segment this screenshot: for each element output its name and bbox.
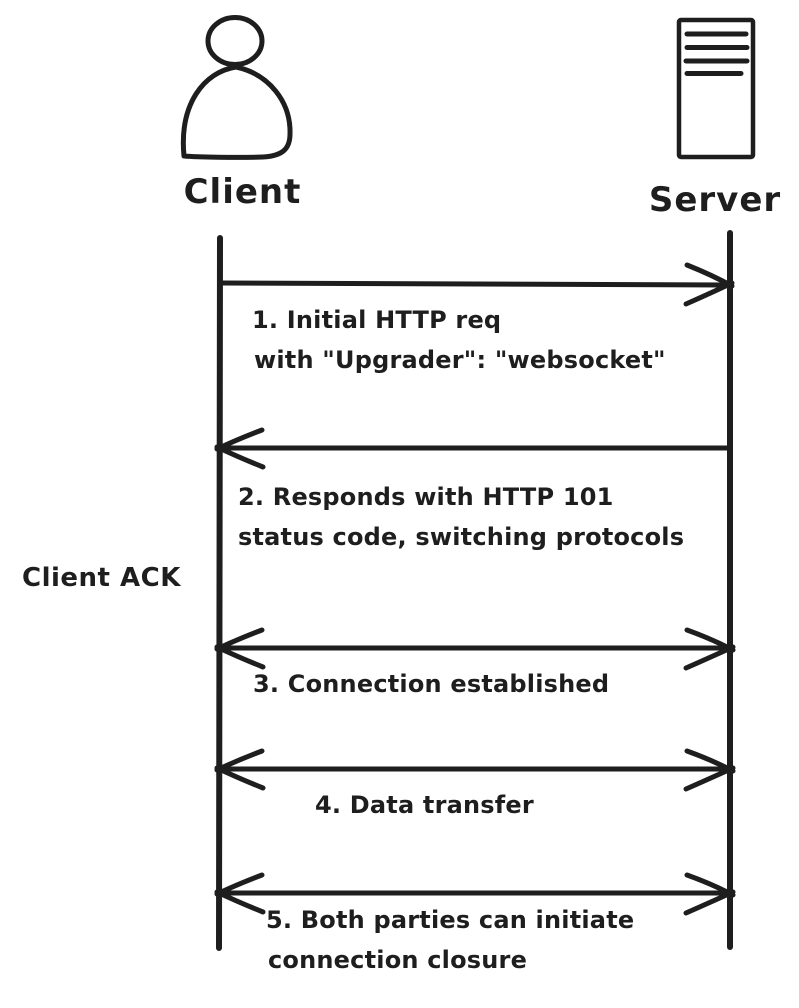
message-1-line-2: with "Upgrader": "websocket" [254,346,666,374]
arrow-message-3 [214,627,736,671]
client-lifeline [216,235,223,951]
arrow-message-4 [214,748,736,792]
message-5-line-1: 5. Both parties can initiate [266,906,635,934]
message-2-line-1: 2. Responds with HTTP 101 [238,483,614,511]
server-icon [676,17,756,160]
arrow-message-5 [214,872,736,916]
message-4-line-1: 4. Data transfer [315,791,534,819]
message-5-line-2: connection closure [268,946,528,974]
person-icon [180,15,293,160]
actor-label-server: Server [648,180,782,220]
message-3-line-1: 3. Connection established [253,670,610,698]
message-1-line-1: 1. Initial HTTP req [252,306,502,334]
client-ack-note: Client ACK [22,563,181,593]
message-2-line-2: status code, switching protocols [238,523,685,551]
actor-label-client: Client [183,172,302,212]
arrow-message-1 [218,262,735,307]
arrow-message-2 [214,427,732,470]
